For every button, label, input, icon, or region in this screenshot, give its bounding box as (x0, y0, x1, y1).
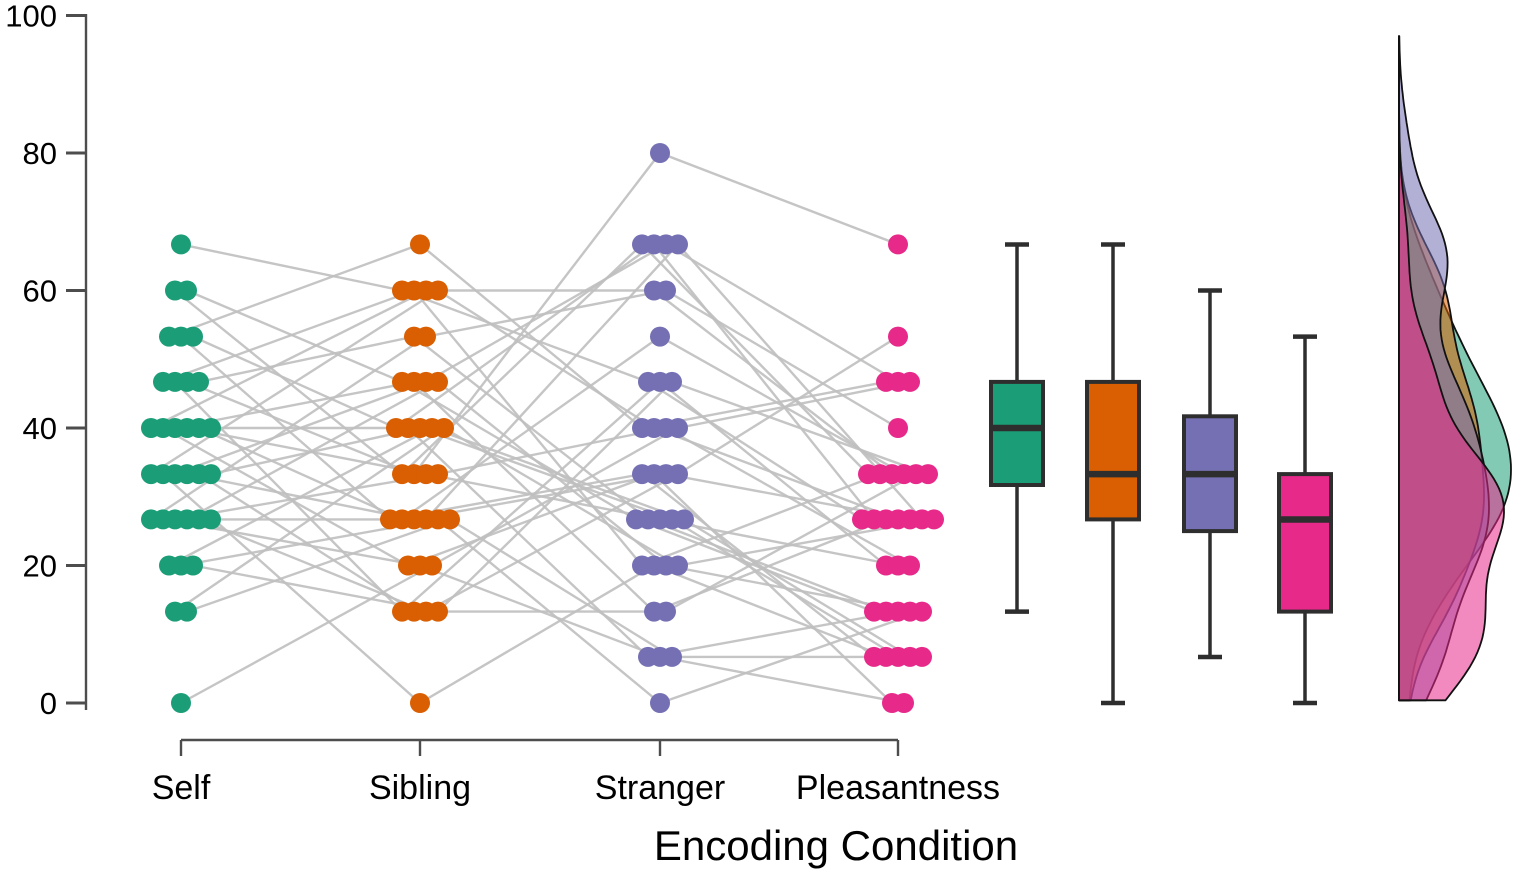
subject-line (174, 426, 935, 613)
data-point (201, 509, 221, 530)
data-point (656, 280, 676, 301)
subject-line (168, 426, 911, 658)
data-point (440, 509, 460, 530)
density-curve-pleasantness (1398, 35, 1505, 702)
data-point (171, 693, 191, 713)
data-point (416, 326, 436, 347)
data-point (650, 143, 670, 163)
data-point (900, 371, 920, 392)
subject-line (174, 426, 911, 567)
subject-line (150, 289, 899, 521)
boxplot-box (989, 379, 1045, 487)
y-axis: 0 20 40 60 80 100 (5, 0, 88, 721)
data-point (428, 280, 448, 301)
data-point (434, 418, 454, 438)
subject-line (211, 242, 923, 521)
subject-line (162, 473, 887, 705)
subject-line (186, 380, 911, 613)
x-axis-category-label: Sibling (369, 769, 471, 807)
data-point (183, 326, 203, 347)
data-point (650, 326, 670, 347)
data-point (656, 601, 676, 622)
data-point (674, 509, 694, 530)
data-point (201, 418, 221, 438)
data-point (924, 509, 944, 530)
y-axis-tick-label: 20 (23, 549, 57, 584)
boxplot-box (1277, 472, 1333, 614)
x-axis-category-label: Self (152, 769, 211, 807)
subject-line (150, 289, 899, 521)
data-point (201, 464, 221, 485)
subject-line (162, 289, 881, 567)
data-point (171, 234, 191, 255)
subject-line (211, 426, 899, 659)
data-point (918, 464, 938, 485)
data-point (668, 418, 688, 438)
data-point (662, 371, 682, 392)
data-point (410, 693, 430, 713)
subject-line (198, 335, 905, 521)
subject-line (168, 243, 887, 430)
data-point (189, 371, 209, 392)
subject-line (180, 380, 911, 705)
data-point (422, 555, 442, 576)
density-layer (1398, 35, 1512, 702)
data-point (668, 464, 688, 485)
boxplots-layer (989, 242, 1333, 706)
x-axis: Self Sibling Stranger PleasantnessEncoding … (152, 738, 1018, 869)
data-point (888, 418, 908, 438)
y-axis-tick-label: 40 (23, 411, 57, 446)
subject-line (186, 289, 875, 613)
y-axis-tick-label: 100 (5, 0, 57, 34)
data-point (900, 555, 920, 576)
y-axis-tick-label: 60 (23, 274, 57, 309)
data-point (428, 464, 448, 485)
x-axis-category-label: Pleasantness (796, 769, 1000, 807)
data-point (428, 601, 448, 622)
data-points-layer (141, 143, 944, 713)
x-axis-category-label: Stranger (595, 769, 725, 807)
data-point (888, 234, 908, 255)
data-point (410, 234, 430, 255)
data-point (912, 646, 932, 667)
data-point (668, 234, 688, 255)
subject-lines-layer (150, 151, 935, 705)
x-axis-title: Encoding Condition (654, 822, 1018, 869)
data-point (888, 326, 908, 347)
data-point (177, 280, 197, 301)
y-axis-tick-label: 0 (40, 686, 57, 721)
data-point (650, 693, 670, 713)
y-axis-tick-label: 80 (23, 136, 57, 171)
subject-line (186, 518, 922, 659)
subject-line (180, 243, 863, 521)
subject-line (150, 289, 893, 476)
subject-line (174, 242, 869, 476)
data-point (428, 371, 448, 392)
data-point (668, 555, 688, 576)
data-point (912, 601, 932, 622)
data-point (662, 646, 682, 667)
data-point (183, 555, 203, 576)
data-point (894, 693, 914, 713)
boxplot-box (1085, 379, 1141, 522)
subject-line (162, 518, 905, 705)
data-point (177, 601, 197, 622)
